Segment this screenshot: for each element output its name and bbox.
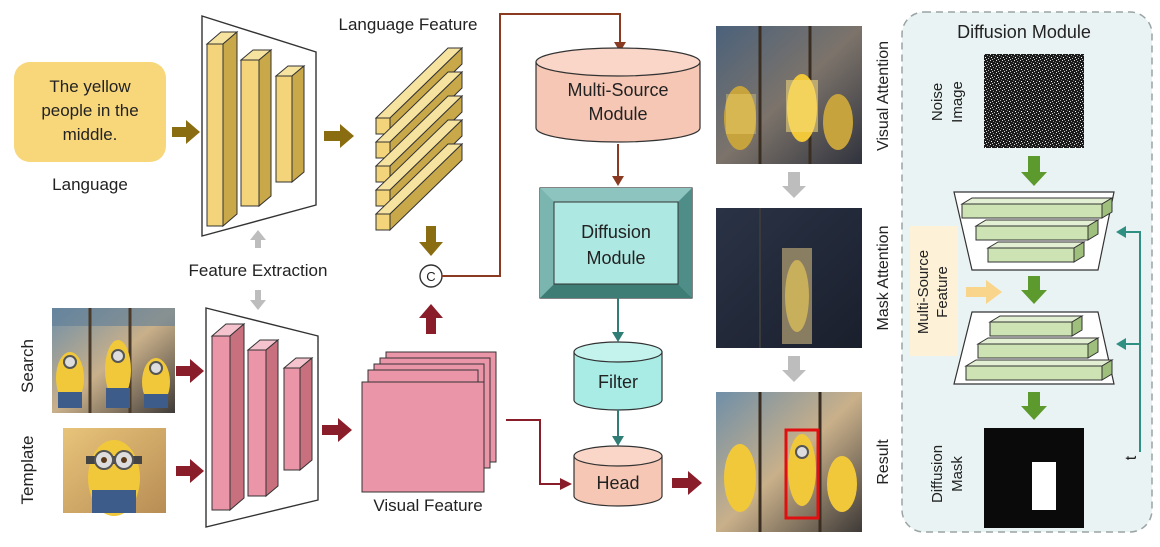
- arrow-teal-down-icon: [612, 332, 624, 342]
- arrow-red-right-icon: [176, 359, 204, 383]
- multi-source-feature-line-1: Multi-Source: [915, 250, 932, 334]
- unet-decoder-layers: [964, 315, 1114, 381]
- prompt-line-2: people in the: [41, 101, 138, 120]
- result-bounding-box: [784, 428, 820, 520]
- diffusion-panel: Diffusion Module Noise Image Multi-Sourc…: [901, 11, 1153, 533]
- multi-source-feature-line-2: Feature: [934, 266, 951, 318]
- multi-source-line-1: Multi-Source: [567, 80, 668, 100]
- unet-encoder-layers: [960, 197, 1114, 263]
- template-label: Template: [18, 436, 37, 505]
- prompt-line-3: middle.: [63, 125, 118, 144]
- arrow-brown-down-icon: [612, 176, 624, 186]
- language-label: Language: [52, 175, 128, 194]
- timestep-label: t: [1123, 455, 1140, 460]
- concat-to-module-line: [442, 13, 621, 277]
- arrow-green-down-icon: [1021, 392, 1047, 420]
- noise-image-line-1: Noise: [929, 83, 946, 121]
- search-image: [52, 308, 175, 413]
- visual-feature-stack: [361, 351, 497, 493]
- mask-attention-image: [716, 208, 862, 348]
- visual-attention-image: [716, 26, 862, 164]
- noise-image-line-2: Image: [949, 81, 966, 123]
- visual-feature-label: Visual Feature: [373, 496, 482, 515]
- multi-source-line-2: Module: [588, 104, 647, 124]
- language-input: The yellow people in the middle.: [14, 62, 166, 162]
- diffusion-mask-line-2: Mask: [949, 456, 966, 492]
- language-encoder: [201, 15, 317, 237]
- arrow-teal-left-icon: [1116, 226, 1126, 238]
- diffusion-module-line-1: Diffusion: [581, 222, 651, 242]
- visual-encoder: [205, 307, 319, 528]
- arrow-red-right-icon: [672, 471, 702, 495]
- noise-image: [984, 54, 1084, 148]
- concat-symbol: C: [426, 269, 435, 284]
- result-image: [716, 392, 862, 532]
- multi-source-module: Multi-Source Module: [535, 47, 701, 143]
- arrow-red-right-icon: [322, 418, 352, 442]
- arrow-brown-down-icon: [614, 42, 626, 52]
- arrow-olive-right-icon: [324, 124, 354, 148]
- arrow-red-right-icon: [560, 478, 572, 490]
- arrow-gray-down-icon: [782, 172, 806, 198]
- language-feature-stack: [374, 46, 464, 232]
- filter-module: Filter: [573, 341, 663, 411]
- diffusion-panel-title: Diffusion Module: [957, 22, 1091, 42]
- mask-attention-label: Mask Attention: [875, 226, 892, 331]
- arrow-green-down-icon: [1021, 156, 1047, 186]
- arrow-teal-left-icon: [1116, 338, 1126, 350]
- arrow-yellow-right-icon: [966, 280, 1002, 304]
- arrow-teal-down-icon: [612, 436, 624, 446]
- multi-source-feature-box: [910, 226, 958, 356]
- head-module: Head: [573, 445, 663, 507]
- arrow-gray-down-icon: [250, 290, 266, 310]
- feature-to-head-line: [506, 419, 562, 485]
- arrow-olive-right-icon: [172, 120, 200, 144]
- search-label: Search: [18, 339, 37, 393]
- diffusion-mask-region: [1032, 462, 1056, 510]
- arrow-green-down-icon: [1021, 276, 1047, 304]
- feature-extraction-label: Feature Extraction: [189, 261, 328, 280]
- diffusion-mask-line-1: Diffusion: [929, 445, 946, 503]
- timestep-line: [1124, 231, 1141, 452]
- arrow-gray-down-icon: [782, 356, 806, 382]
- template-image: [63, 428, 166, 516]
- visual-attention-label: Visual Attention: [875, 41, 892, 151]
- prompt-line-1: The yellow: [49, 77, 131, 96]
- arrow-red-up-icon: [419, 304, 443, 334]
- arrow-olive-down-icon: [419, 226, 443, 256]
- arrow-red-right-icon: [176, 459, 204, 483]
- arrow-gray-up-icon: [250, 230, 266, 248]
- concat-node: C: [419, 264, 443, 288]
- filter-label: Filter: [598, 372, 638, 392]
- result-label: Result: [875, 439, 892, 485]
- diffusion-module: Diffusion Module: [539, 187, 693, 299]
- diffusion-module-line-2: Module: [586, 248, 645, 268]
- head-label: Head: [596, 473, 639, 493]
- language-feature-label: Language Feature: [339, 15, 478, 34]
